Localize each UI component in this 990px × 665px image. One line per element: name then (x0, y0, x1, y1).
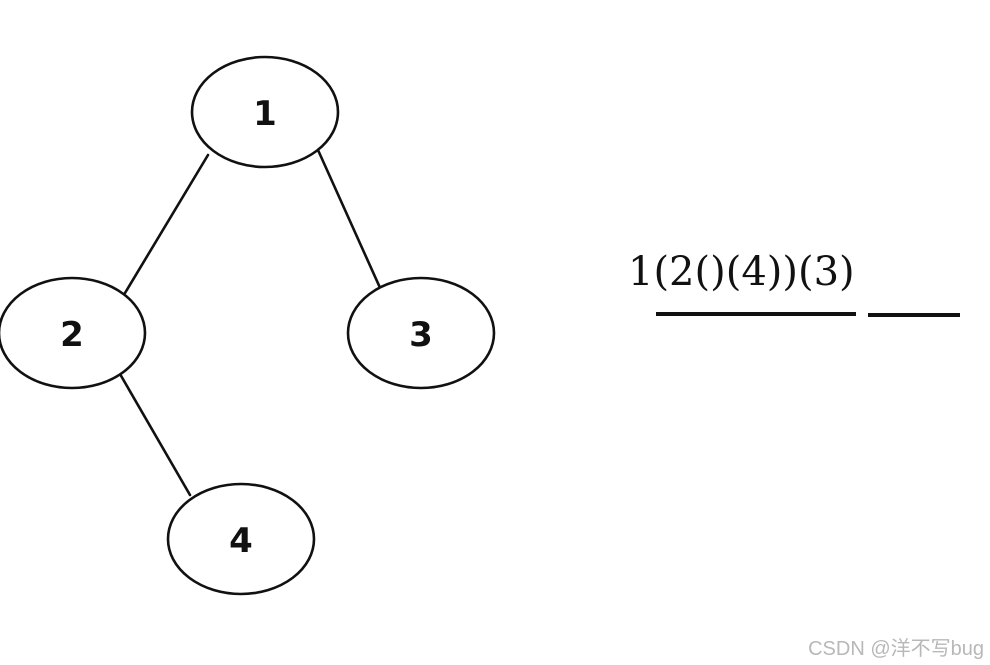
tree-nodes: 1 2 3 4 (0, 55, 496, 596)
tree-node-4: 4 (166, 482, 316, 596)
node-label-4: 4 (229, 521, 253, 561)
node-label-1: 1 (253, 94, 277, 134)
tree-node-2: 2 (0, 276, 147, 390)
parenthesis-notation: 1(2()(4))(3) (628, 249, 855, 295)
node-label-2: 2 (60, 315, 84, 355)
tree-node-3: 3 (346, 276, 496, 390)
edge-1-2 (123, 153, 210, 295)
edge-2-4 (118, 372, 192, 497)
node-circle-4 (166, 482, 316, 596)
node-circle-2 (0, 276, 147, 390)
watermark: CSDN @洋不写bug (808, 638, 984, 660)
node-circle-1 (190, 55, 340, 169)
node-circle-3 (346, 276, 496, 390)
tree-edges (118, 148, 383, 497)
edge-1-3 (316, 148, 383, 292)
tree-node-1: 1 (190, 55, 340, 169)
node-label-3: 3 (409, 315, 433, 355)
